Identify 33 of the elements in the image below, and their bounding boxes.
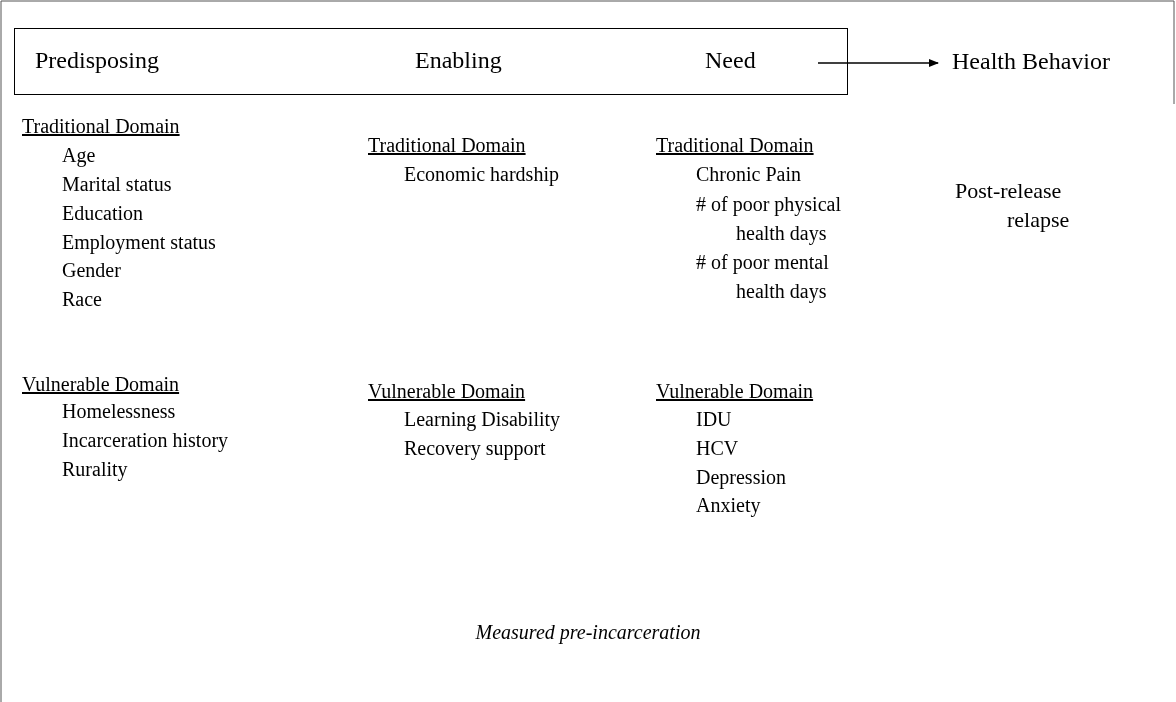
category-box	[14, 28, 848, 95]
item-text: IDU	[696, 407, 732, 432]
item-text: Recovery support	[404, 436, 546, 462]
caption: Measured pre-incarceration	[475, 621, 701, 643]
outcome-measure: Post-release relapse	[955, 177, 1071, 234]
category-label: Enabling	[415, 46, 502, 75]
domain-heading: Vulnerable Domain	[368, 379, 526, 404]
item-text: HCV	[696, 436, 739, 461]
domain-heading: Vulnerable Domain	[22, 372, 180, 397]
domain-heading: Vulnerable Domain	[656, 379, 814, 404]
item-text: Age	[62, 143, 96, 169]
item-text: Gender	[62, 258, 121, 283]
item-text: Rurality	[62, 457, 128, 483]
item-text: Employment status	[62, 230, 216, 256]
category-label: Predisposing	[35, 46, 159, 75]
domain-heading: Traditional Domain	[368, 133, 526, 158]
item-text: Marital status	[62, 172, 172, 197]
item-text: Economic hardship	[404, 162, 559, 188]
item-text: # of poor physical health days	[696, 192, 842, 247]
item-text: Race	[62, 287, 102, 312]
outcome-label: Health Behavior	[952, 46, 1176, 76]
item-text: Learning Disability	[404, 407, 561, 433]
item-text: Incarceration history	[62, 428, 229, 454]
item-text: Homelessness	[62, 399, 176, 424]
domain-heading: Traditional Domain	[656, 133, 814, 158]
item-text: Depression	[696, 465, 786, 491]
item-text: # of poor mental health days	[696, 250, 830, 305]
item-text: Chronic Pain	[696, 162, 801, 187]
arrow	[817, 59, 939, 67]
category-label: Need	[705, 46, 756, 75]
item-text: Education	[62, 201, 144, 226]
item-text: Anxiety	[696, 493, 761, 519]
domain-heading: Traditional Domain	[22, 114, 180, 139]
